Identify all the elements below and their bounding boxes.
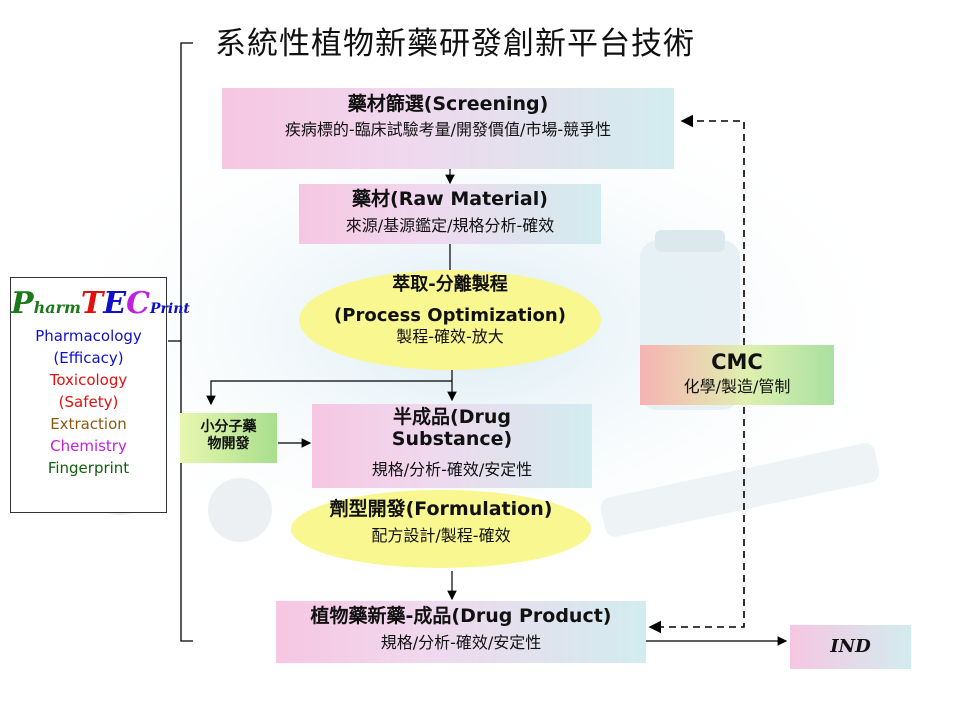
logo-harm: harm: [33, 298, 81, 317]
screening-box: 藥材篩選(Screening) 疾病標的-臨床試驗考量/開發價值/市場-競爭性: [222, 88, 674, 169]
small-molecule-line-2: 物開發: [207, 436, 250, 452]
legend-item: Fingerprint: [47, 459, 130, 477]
logo-letter-t: T: [80, 286, 104, 321]
ind-label: IND: [830, 636, 871, 657]
legend-item: (Efficacy): [53, 349, 124, 367]
dashed-loop-bottom: [648, 407, 745, 634]
logo-letter-e: E: [103, 286, 127, 321]
legend-item: Extraction: [50, 415, 127, 433]
page-title: 系統性植物新藥研發創新平台技術: [215, 26, 695, 62]
process-detail: 製程-確效-放大: [396, 327, 504, 346]
legend-item: (Safety): [58, 393, 119, 411]
cmc-box: CMC 化學/製造/管制: [640, 345, 834, 405]
formulation-ellipse: 劑型開發(Formulation) 配方設計/製程-確效: [291, 490, 591, 568]
logo-letter-c: C: [126, 286, 151, 321]
drug-substance-title-1: 半成品(Drug: [393, 406, 511, 428]
screening-title: 藥材篩選(Screening): [347, 93, 549, 115]
process-subtitle-en: (Process Optimization): [334, 305, 566, 326]
drug-substance-title-2: Substance): [391, 428, 513, 450]
logo-letter-p: P: [11, 286, 34, 321]
logo-print: Print: [150, 301, 190, 317]
drug-product-box: 植物藥新藥-成品(Drug Product) 規格/分析-確效/安定性: [276, 601, 646, 663]
pharmtecprint-panel: PharmTECPrint Pharmacology (Efficacy) Toxi…: [10, 277, 190, 513]
process-optimization-ellipse: 萃取-分離製程 (Process Optimization) 製程-確效-放大: [299, 270, 601, 370]
drug-substance-box: 半成品(Drug Substance) 規格/分析-確效/安定性: [312, 404, 592, 488]
dashed-loop-top: [680, 114, 745, 345]
ind-box: IND: [790, 625, 911, 669]
raw-material-title: 藥材(Raw Material): [352, 188, 548, 210]
screening-subtitle: 疾病標的-臨床試驗考量/開發價值/市場-競爭性: [284, 120, 612, 139]
process-title: 萃取-分離製程: [392, 274, 508, 295]
drug-product-title: 植物藥新藥-成品(Drug Product): [310, 605, 612, 627]
legend-list: Pharmacology (Efficacy) Toxicology (Safety)…: [11, 325, 166, 479]
arrow-branch-small: [206, 380, 452, 406]
small-molecule-box: 小分子藥 物開發: [180, 413, 277, 463]
cmc-subtitle: 化學/製造/管制: [683, 377, 791, 396]
drug-product-subtitle: 規格/分析-確效/安定性: [380, 633, 542, 652]
left-brace: [168, 42, 193, 642]
legend-item: Pharmacology: [35, 327, 142, 345]
formulation-title: 劑型開發(Formulation): [329, 498, 553, 520]
drug-substance-subtitle: 規格/分析-確效/安定性: [371, 460, 533, 479]
legend-item: Chemistry: [50, 437, 127, 455]
raw-material-subtitle: 來源/基源鑑定/規格分析-確效: [345, 216, 555, 235]
formulation-subtitle: 配方設計/製程-確效: [371, 526, 511, 545]
raw-material-box: 藥材(Raw Material) 來源/基源鑑定/規格分析-確效: [299, 184, 601, 244]
pharmtecprint-logo: PharmTECPrint: [11, 286, 190, 321]
legend-item: Toxicology: [49, 371, 128, 389]
cmc-title: CMC: [711, 350, 763, 374]
small-molecule-line-1: 小分子藥: [200, 419, 257, 435]
